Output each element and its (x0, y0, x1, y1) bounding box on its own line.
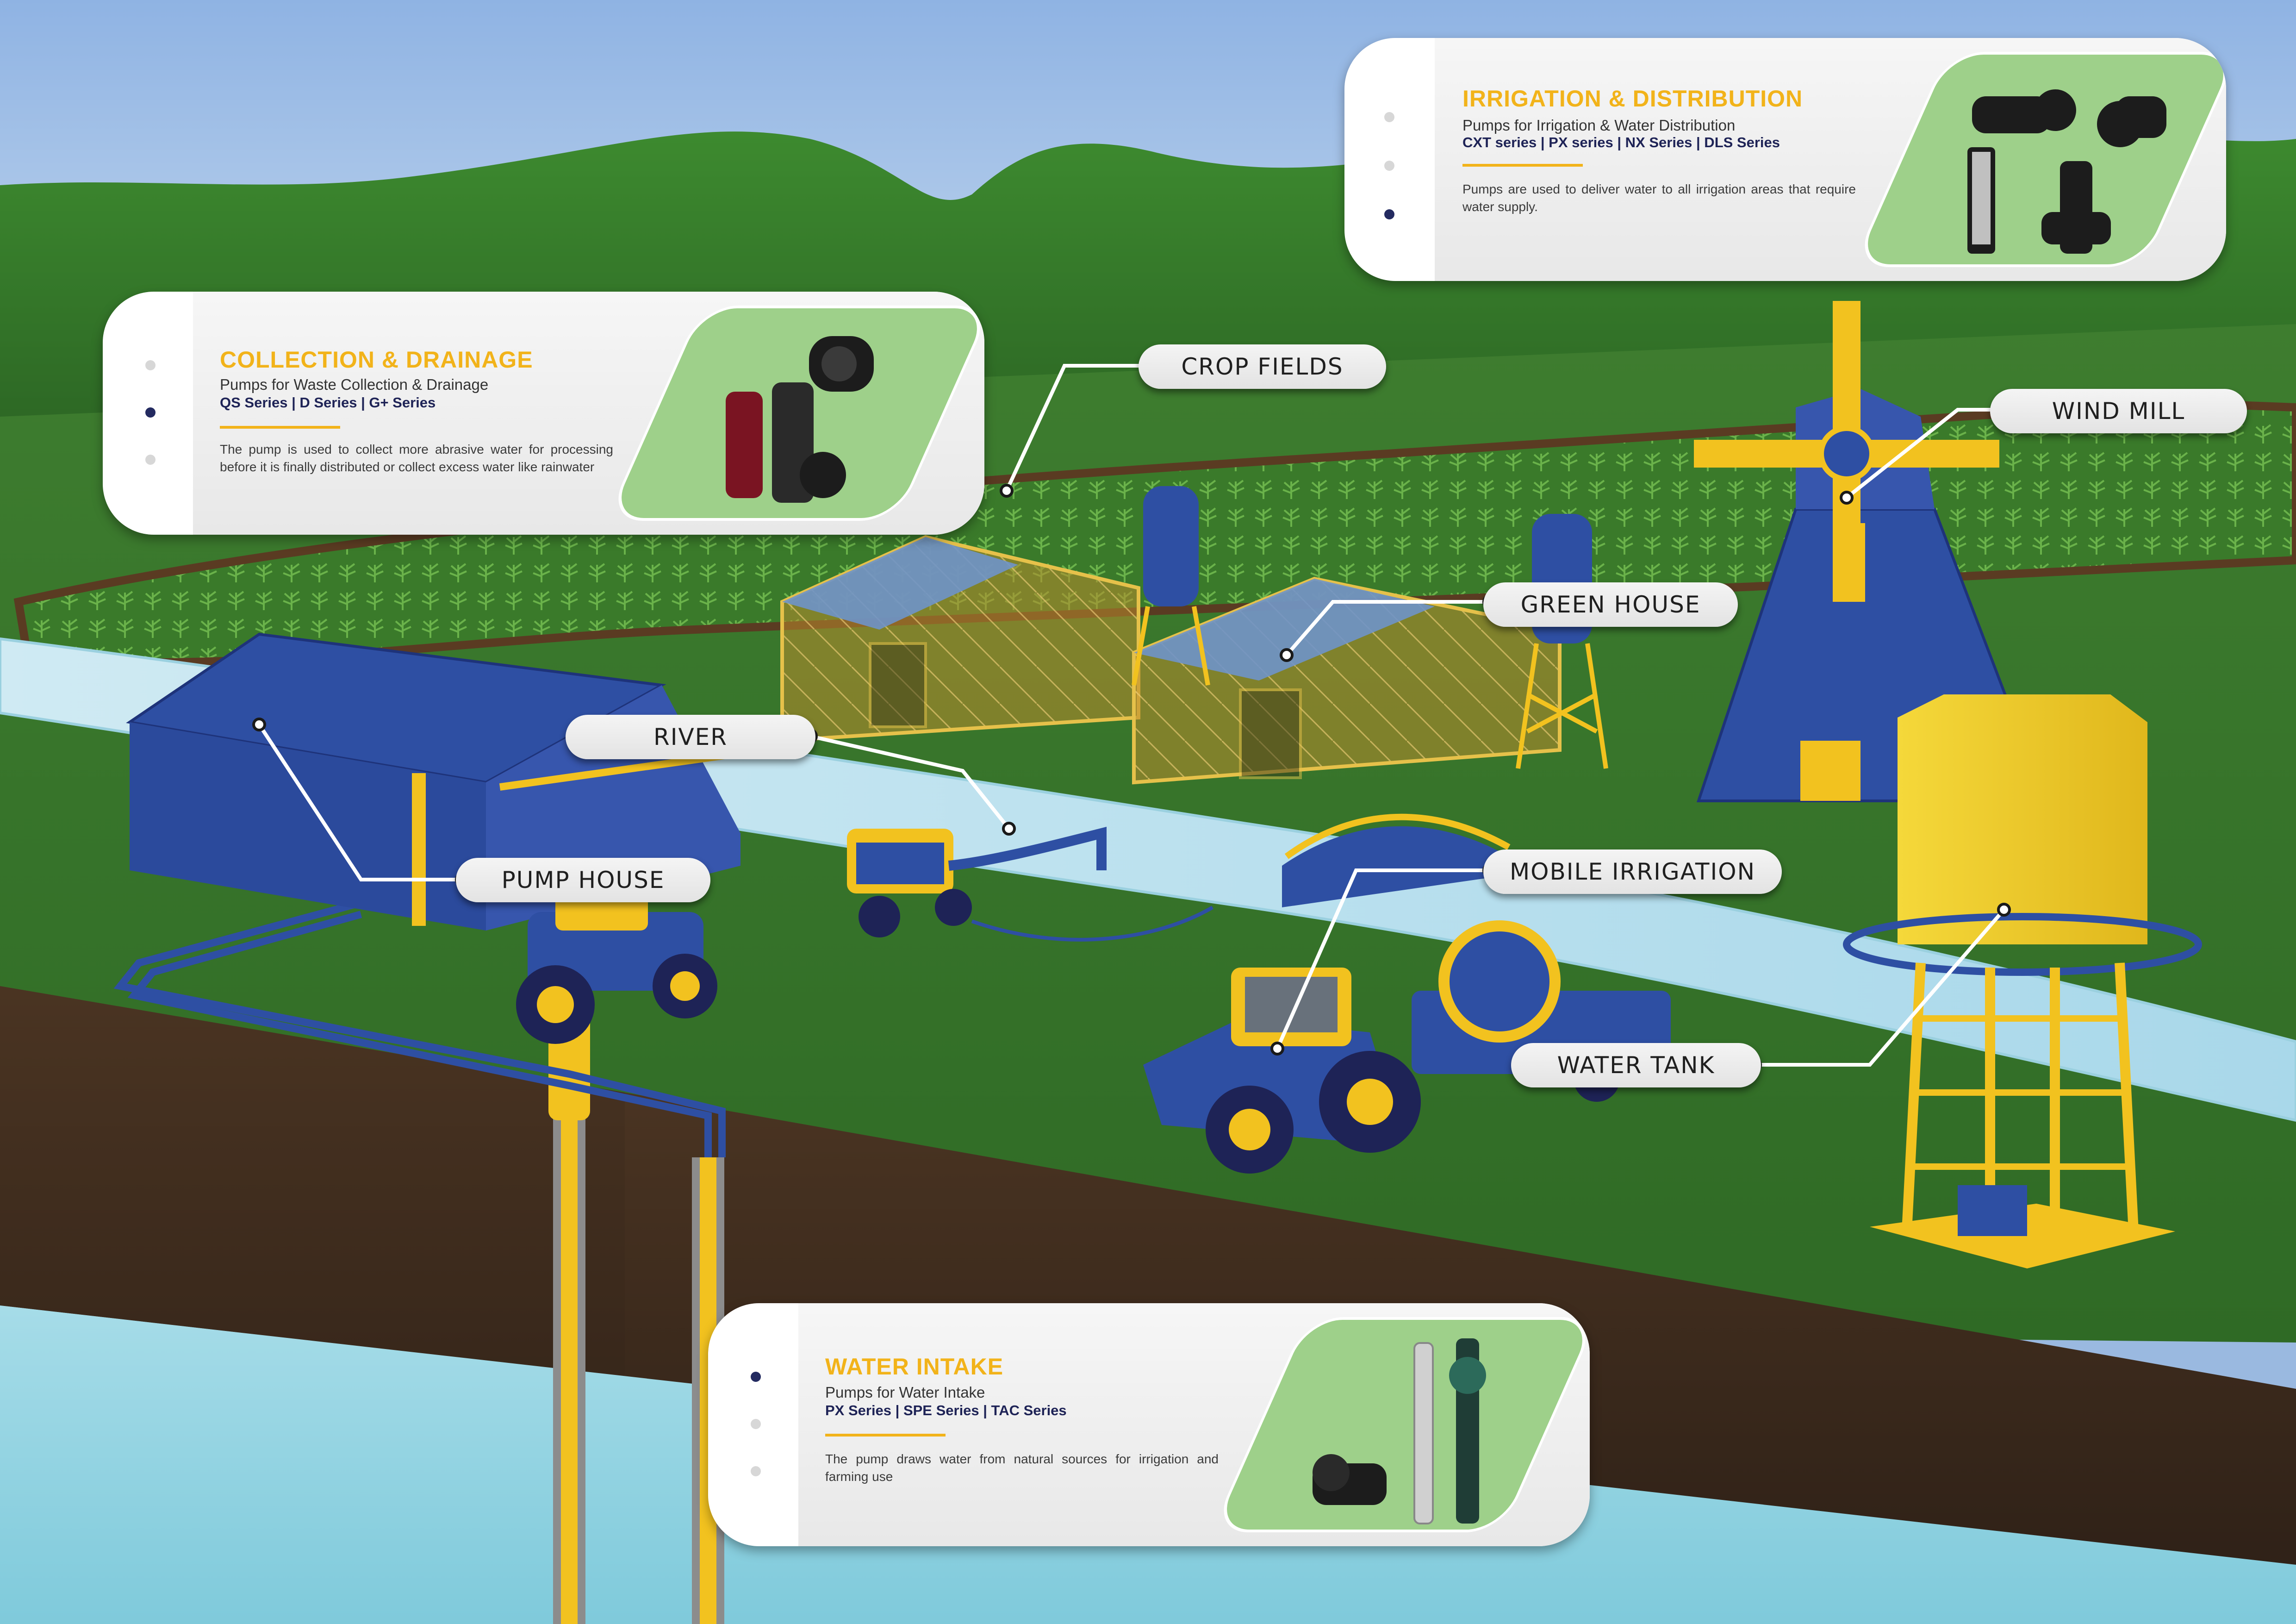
pipe-network (113, 899, 726, 1157)
carousel-dot[interactable] (1384, 112, 1394, 122)
carousel-dot[interactable] (751, 1419, 761, 1429)
card-collection-drainage: COLLECTION & DRAINAGE Pumps for Waste Co… (103, 292, 984, 535)
leader-green-house (1285, 600, 1490, 656)
tractor-small (516, 889, 717, 1044)
carousel-dot-active[interactable] (1384, 209, 1394, 219)
card-title: WATER INTAKE (825, 1354, 1004, 1380)
card-subtitle: Pumps for Irrigation & Water Distributio… (1462, 117, 1736, 134)
label-wind-mill: WIND MILL (1990, 389, 2247, 433)
product-image-panel (1852, 52, 2226, 267)
carousel-dot-active[interactable] (751, 1372, 761, 1382)
label-crop-fields: CROP FIELDS (1139, 344, 1386, 389)
carousel-dot[interactable] (145, 360, 156, 370)
label-green-house: GREEN HOUSE (1483, 582, 1738, 627)
leader-water-tank (1754, 908, 2006, 1067)
leader-crop-fields (1005, 364, 1148, 492)
card-description: The pump draws water from natural source… (825, 1452, 1219, 1484)
leader-pump-house (257, 723, 463, 881)
tractor-large (1143, 920, 1671, 1174)
leader-lines (257, 364, 2006, 1067)
leader-mobile-irrigation (1276, 868, 1490, 1049)
carousel-dot[interactable] (145, 455, 156, 465)
card-subtitle: Pumps for Water Intake (825, 1384, 985, 1401)
card-subtitle: Pumps for Waste Collection & Drainage (220, 376, 489, 393)
card-series: PX Series | SPE Series | TAC Series (825, 1402, 1067, 1418)
pump-product-icon (726, 336, 874, 503)
label-mobile-irrigation: MOBILE IRRIGATION (1483, 849, 1782, 894)
small-water-tower-left (1132, 486, 1210, 686)
carousel-dot-active[interactable] (145, 407, 156, 418)
mobile-pump-cart (847, 826, 1214, 942)
label-water-tank: WATER TANK (1511, 1043, 1761, 1087)
card-title: IRRIGATION & DISTRIBUTION (1462, 86, 1803, 112)
card-irrigation-distribution: IRRIGATION & DISTRIBUTION Pumps for Irri… (1344, 38, 2226, 281)
carousel-dot[interactable] (751, 1466, 761, 1476)
product-image-panel (1211, 1317, 1590, 1532)
card-water-intake: WATER INTAKE Pumps for Water Intake PX S… (708, 1303, 1590, 1546)
pump-product-icon (1967, 89, 2166, 254)
label-pump-house: PUMP HOUSE (456, 858, 710, 902)
greenhouse-left (780, 535, 1140, 743)
water-tank (1843, 694, 2202, 1268)
card-divider (825, 1434, 946, 1437)
product-image-panel (605, 306, 984, 521)
pump-product-icon (1313, 1338, 1486, 1524)
bridge (1282, 813, 1511, 907)
carousel-dot[interactable] (1384, 161, 1394, 171)
card-divider (220, 426, 340, 429)
card-description: The pump is used to collect more abrasiv… (220, 442, 613, 474)
card-series: CXT series | PX series | NX Series | DLS… (1462, 134, 1780, 150)
card-series: QS Series | D Series | G+ Series (220, 394, 436, 411)
card-divider (1462, 164, 1583, 167)
aquifer-left (0, 1305, 694, 1624)
card-title: COLLECTION & DRAINAGE (220, 347, 533, 373)
leader-river (809, 734, 1011, 830)
label-river: RIVER (566, 715, 815, 759)
card-description: Pumps are used to deliver water to all i… (1462, 182, 1856, 214)
leader-wind-mill (1845, 408, 1999, 500)
greenhouse-right (1132, 576, 1562, 785)
